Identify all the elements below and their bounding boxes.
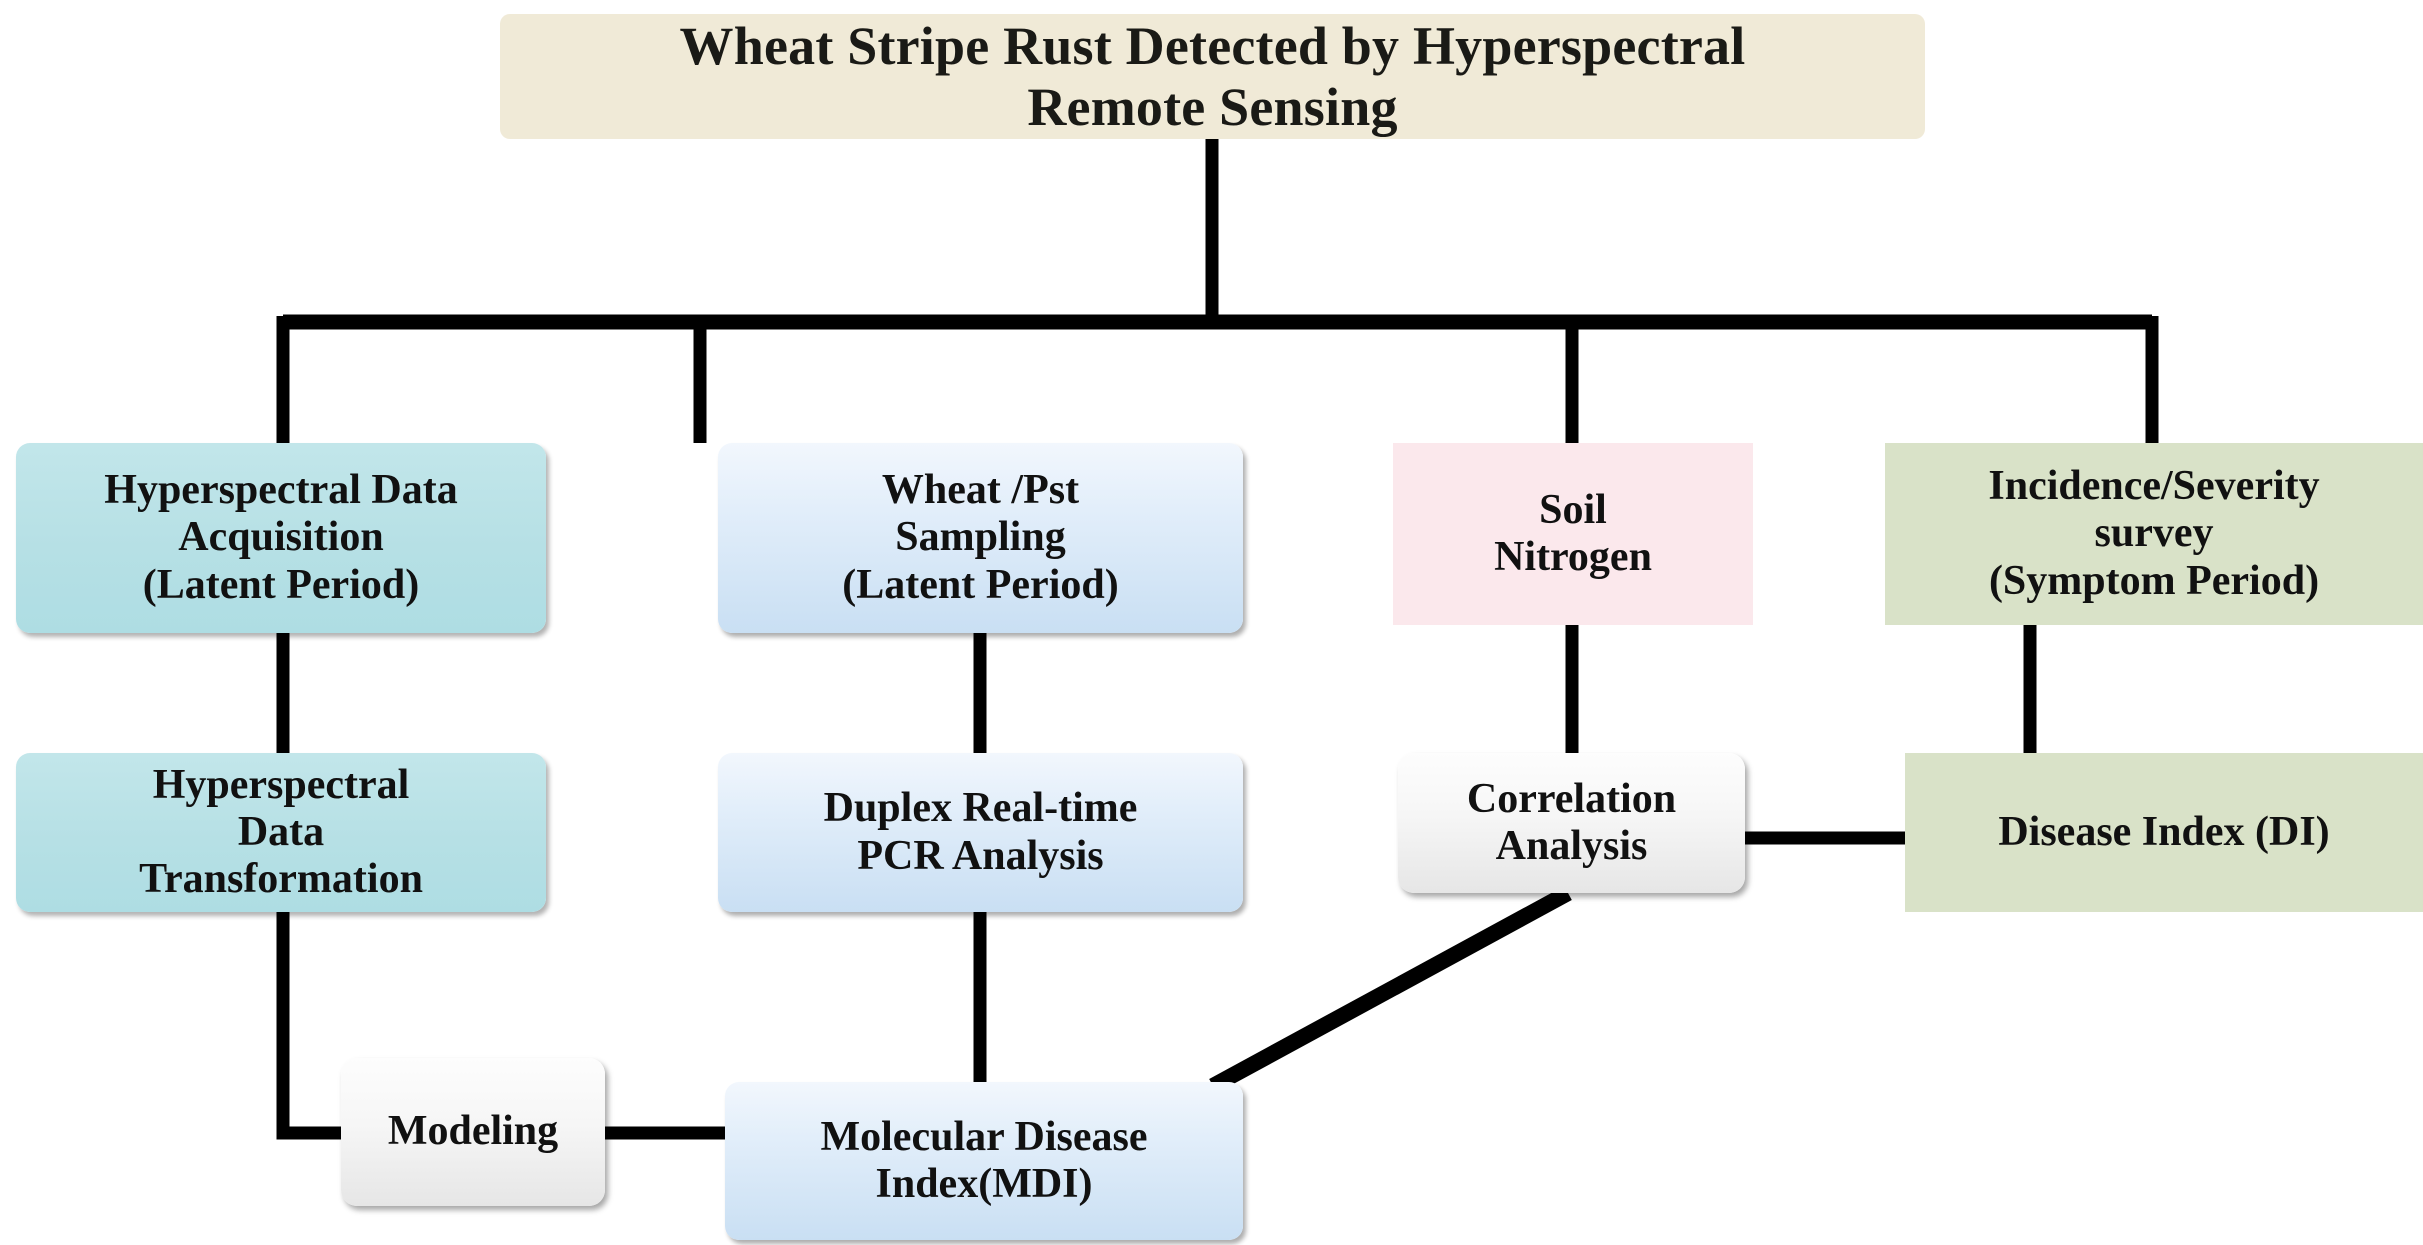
node-root-title[interactable]: Wheat Stripe Rust Detected by Hyperspect… <box>500 14 1925 139</box>
node-root-label: Wheat Stripe Rust Detected by Hyperspect… <box>679 16 1746 137</box>
node-disease-index[interactable]: Disease Index (DI) <box>1905 753 2423 912</box>
edge-mdi-to-correlation <box>1209 885 1572 1094</box>
node-modeling[interactable]: Modeling <box>341 1058 605 1206</box>
edge-transformation-to-modeling <box>276 912 341 1140</box>
node-modeling-label: Modeling <box>387 1108 559 1155</box>
node-disease-index-label: Disease Index (DI) <box>1998 808 2330 855</box>
